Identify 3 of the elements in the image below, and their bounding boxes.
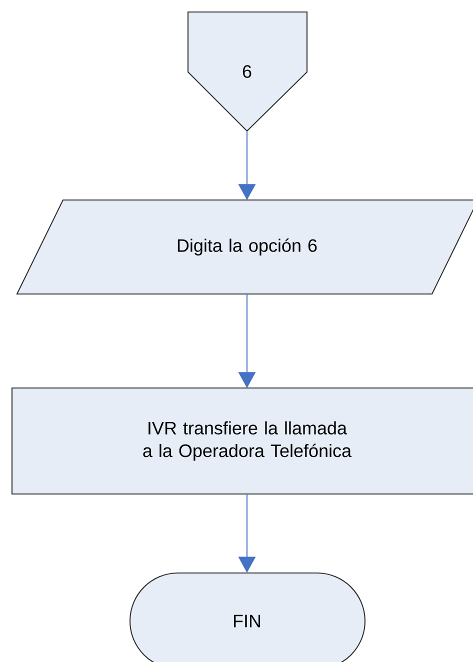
off-page-connector: 6 [187,11,308,132]
process-box: IVR transfiere la llamada a la Operadora Telefónica [11,387,473,495]
input-parallelogram: Digita la opción 6 [16,199,473,295]
